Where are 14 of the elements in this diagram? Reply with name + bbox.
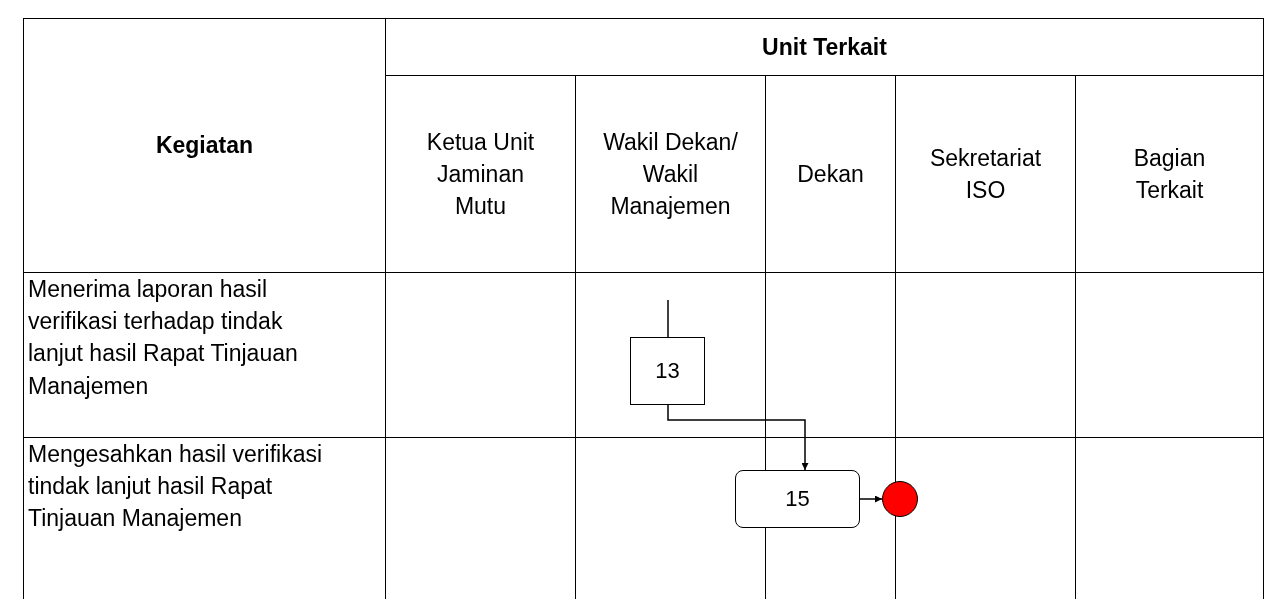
connector-arrow: [667, 404, 809, 471]
end-circle: [882, 481, 918, 517]
column-header: Dekan: [797, 159, 864, 189]
column-header: Bagian Terkait: [1132, 143, 1207, 205]
column-header: Ketua Unit Jaminan Mutu: [425, 127, 536, 222]
activity-text: Menerima laporan hasil verifikasi terhadap tindak lanjut hasil Rapat Tinjauan Manajemen: [28, 275, 299, 401]
process-box: 15: [735, 470, 860, 528]
column-header: Wakil Dekan/ Wakil Manajemen: [602, 127, 739, 222]
column-header: Sekretariat ISO: [928, 143, 1043, 205]
process-box: 13: [630, 337, 705, 405]
activity-text: Mengesahkan hasil verifikasi tindak lanjut hasil Rapat Tinjauan Manajemen: [28, 440, 324, 534]
connector-arrow: [859, 495, 883, 503]
column-header: Unit Terkait: [762, 32, 887, 62]
column-header: Kegiatan: [155, 131, 254, 161]
